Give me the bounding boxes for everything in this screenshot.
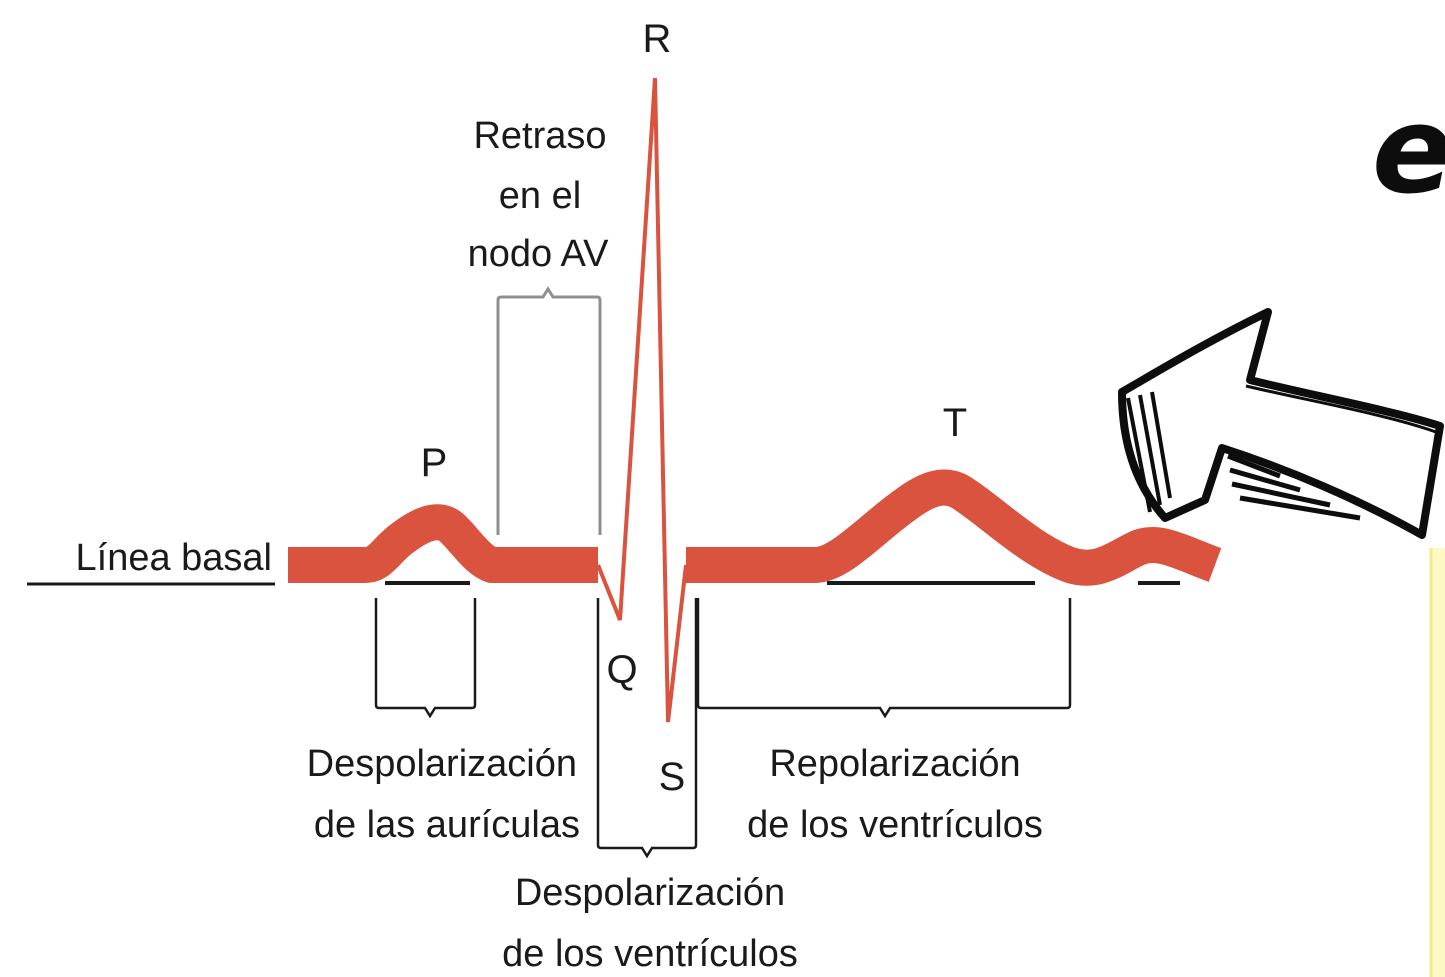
- atrial-depolarization-label-line-2: de las aurículas: [314, 804, 580, 846]
- ecg-trace-qrs-complex: [596, 77, 688, 723]
- ecg-trace-st-and-t-wave: [686, 469, 1222, 586]
- s-wave-label: S: [659, 755, 686, 799]
- t-wave-label: T: [943, 401, 967, 445]
- note-panel: [1430, 548, 1445, 977]
- atrial-depolarization-bracket: [374, 598, 477, 719]
- av-delay-bracket: [496, 286, 602, 535]
- ventricular-repolarization-bracket: [696, 598, 1072, 719]
- av-delay-label-line-2: en el: [499, 175, 581, 217]
- av-delay-label-line-1: Retraso: [473, 115, 606, 157]
- partial-heading-letter: e: [1372, 82, 1445, 221]
- hand-drawn-arrow-icon: [1118, 308, 1444, 539]
- ecg-trace-baseline-and-waves: [288, 504, 598, 583]
- r-wave-label: R: [643, 17, 672, 61]
- ventricular-repolarization-label-line-2: de los ventrículos: [747, 804, 1043, 846]
- atrial-depolarization-label-line-1: Despolarización: [307, 743, 577, 785]
- av-delay-label-line-3: nodo AV: [468, 233, 610, 275]
- ventricular-depolarization-label-line-1: Despolarización: [515, 872, 785, 914]
- ventricular-depolarization-label-line-2: de los ventrículos: [502, 933, 798, 975]
- ventricular-repolarization-label-line-1: Repolarización: [769, 743, 1020, 785]
- q-wave-label: Q: [606, 648, 637, 692]
- baseline-label: Línea basal: [76, 537, 273, 579]
- p-wave-label: P: [421, 441, 448, 485]
- ventricular-depolarization-bracket: [596, 598, 698, 859]
